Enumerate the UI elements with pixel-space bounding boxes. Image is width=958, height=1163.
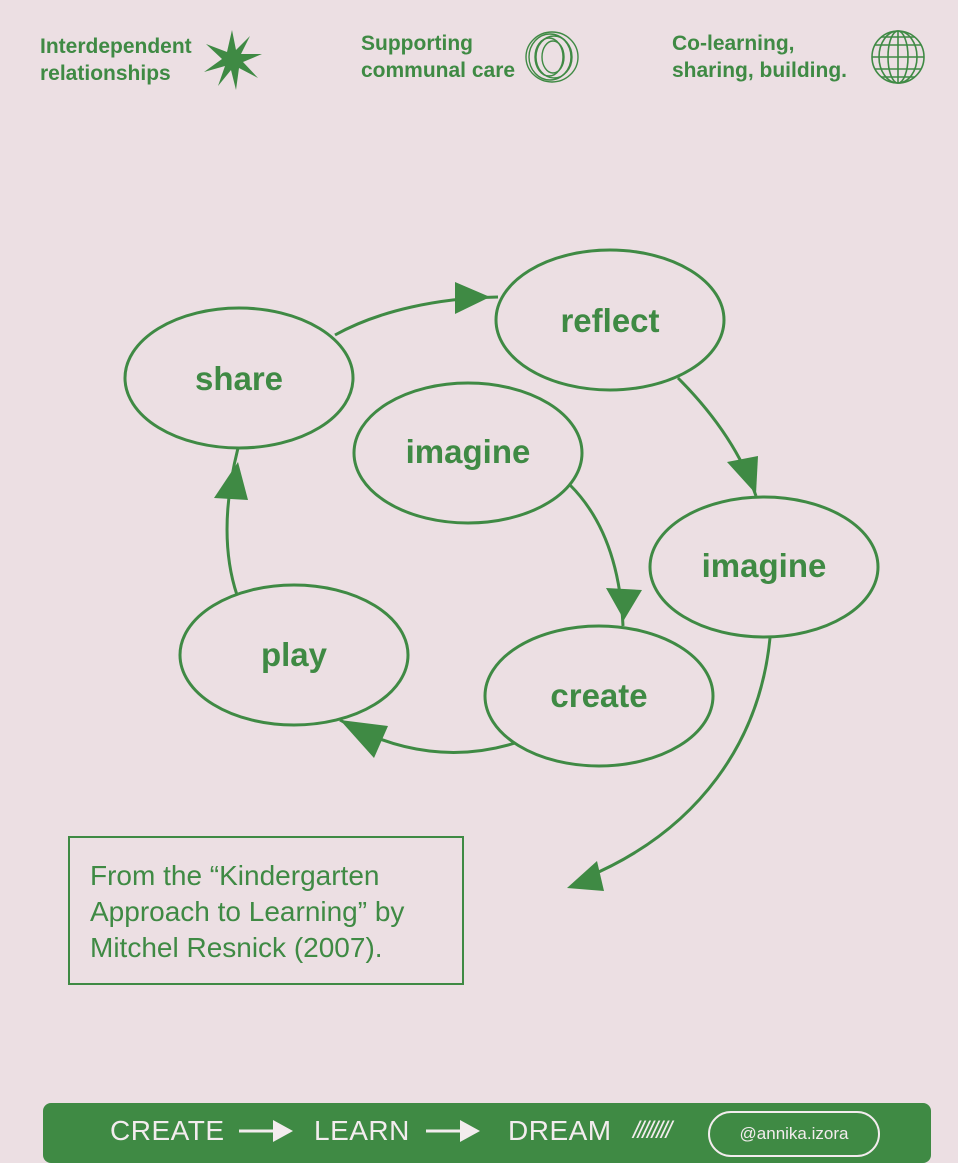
footer-slashes: //////// <box>633 1117 672 1144</box>
node-label-imagine-outer: imagine <box>702 547 827 584</box>
node-reflect <box>494 248 726 392</box>
header-item-line2: communal care <box>361 59 516 82</box>
node-label-create: create <box>550 677 647 714</box>
footer-banner: CREATE LEARN DREAM //////// @annika.izor… <box>43 1103 931 1163</box>
credit-line1: From the “Kindergarten <box>90 860 380 891</box>
source-credit-box: From the “Kindergarten Approach to Learn… <box>68 836 464 985</box>
arrowhead-play-share <box>214 462 248 500</box>
header-item-interdependent: Interdependent relationships <box>40 28 264 92</box>
arrow-right-icon <box>426 1120 480 1142</box>
header: Interdependent relationships Supporting … <box>0 0 958 110</box>
globe-grid-icon <box>871 30 925 84</box>
header-item-line2: sharing, building. <box>672 59 847 82</box>
header-item-line1: Interdependent <box>40 35 192 58</box>
node-create <box>483 624 715 768</box>
credit-line3: Mitchel Resnick (2007). <box>90 932 383 963</box>
learning-spiral-diagram: reflect share imagine imagine play creat… <box>123 248 880 891</box>
arrowhead-imagine-create <box>606 588 642 620</box>
node-play <box>178 583 410 727</box>
header-item-line1: Supporting <box>361 32 473 55</box>
footer-word-create: CREATE <box>110 1115 225 1146</box>
node-label-reflect: reflect <box>560 302 659 339</box>
node-label-imagine-inner: imagine <box>406 433 531 470</box>
connector-play-share <box>225 447 240 596</box>
social-handle-pill[interactable]: @annika.izora <box>708 1111 880 1157</box>
arrowhead-create-play <box>340 720 388 758</box>
header-item-line2: relationships <box>40 62 171 85</box>
credit-line2: Approach to Learning” by <box>90 896 405 927</box>
arrowhead-reflect-imagine <box>727 456 758 494</box>
node-imagine-outer <box>648 495 880 639</box>
node-imagine-inner <box>352 381 584 525</box>
footer-word-learn: LEARN <box>314 1115 410 1146</box>
header-item-co-learning: Co-learning, sharing, building. <box>672 28 927 86</box>
connector-imagine-out <box>584 637 772 880</box>
node-label-play: play <box>261 636 328 673</box>
header-item-communal-care: Supporting communal care <box>361 28 581 86</box>
node-label-share: share <box>195 360 283 397</box>
starburst-icon <box>203 30 262 90</box>
node-share <box>123 306 355 450</box>
footer-word-dream: DREAM <box>508 1115 612 1146</box>
interlocking-rings-icon <box>525 31 579 83</box>
arrowhead-share-reflect <box>455 282 490 314</box>
arrow-right-icon <box>239 1120 293 1142</box>
header-item-line1: Co-learning, <box>672 32 795 55</box>
arrowhead-imagine-out <box>567 861 604 891</box>
social-handle-text: @annika.izora <box>739 1124 849 1143</box>
connector-imagine-create <box>568 483 625 627</box>
